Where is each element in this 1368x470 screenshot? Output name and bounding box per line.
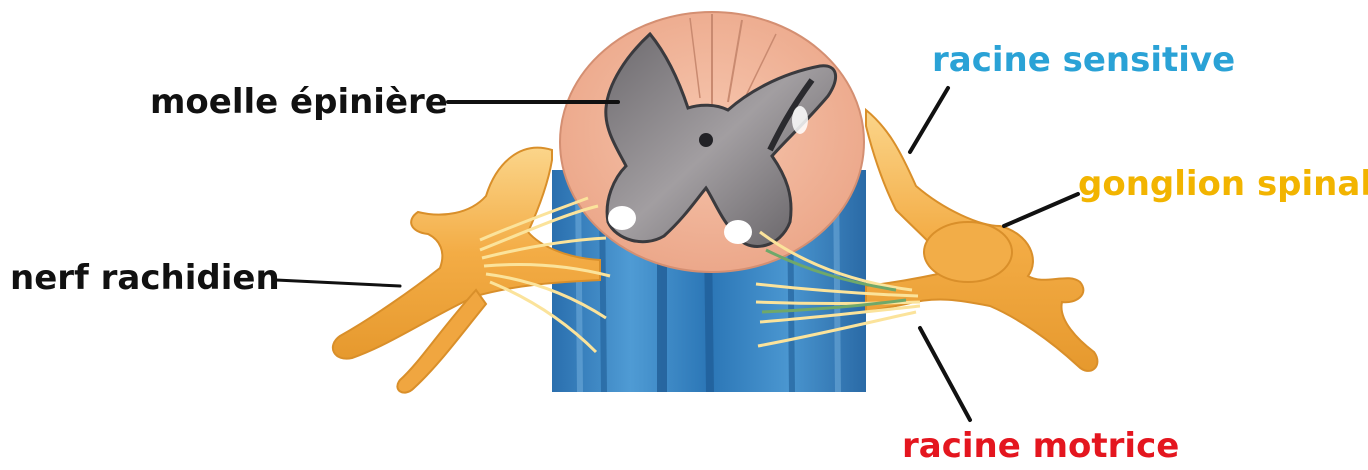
label-racine-sensitive: racine sensitive	[932, 40, 1235, 80]
label-moelle-epiniere: moelle épinière	[150, 82, 448, 122]
leader-motrice	[920, 328, 970, 420]
label-gonglion-spinal: gonglion spinal	[1078, 164, 1368, 204]
label-nerf-rachidien: nerf rachidien	[10, 258, 280, 298]
leader-nerf	[276, 280, 400, 286]
label-racine-motrice: racine motrice	[902, 426, 1179, 466]
leader-sensitive	[910, 88, 948, 152]
leader-ganglion	[1004, 194, 1078, 226]
